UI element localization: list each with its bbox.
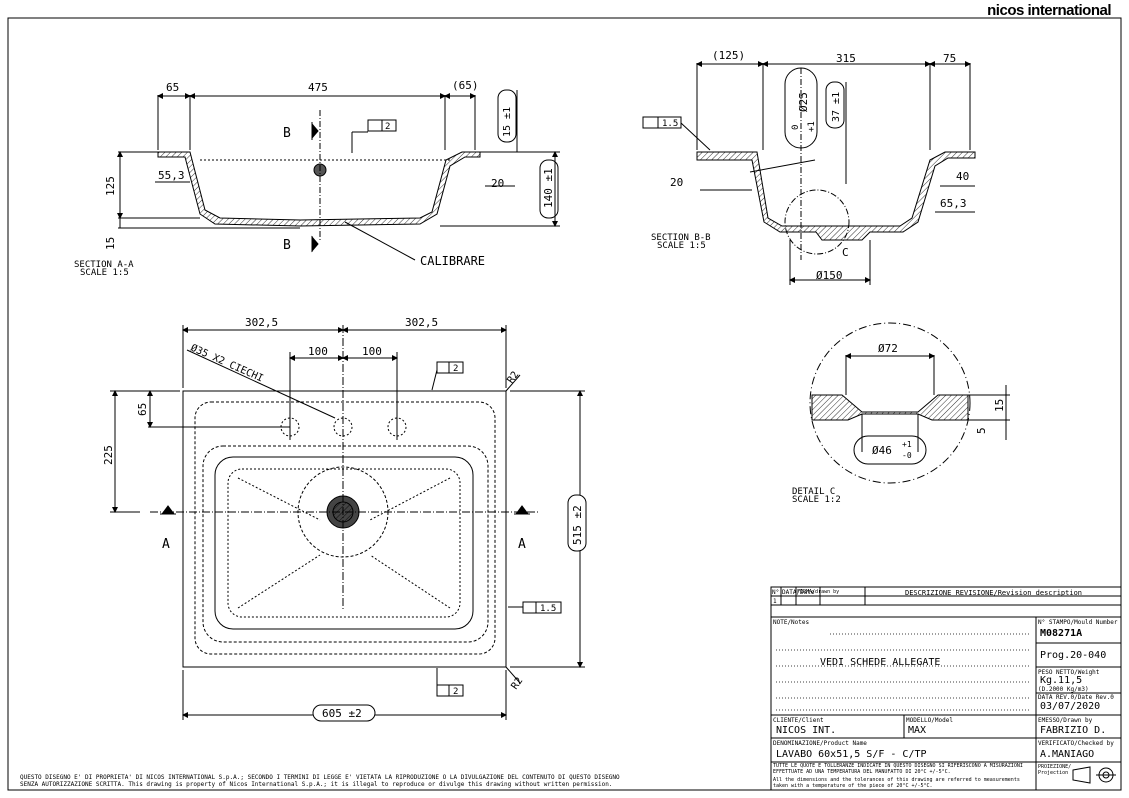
dim-125: 125: [104, 176, 117, 196]
detail-c-caption: DETAIL C: [792, 487, 835, 497]
dim-605: 605 ±2: [322, 707, 362, 720]
tolerance-note-it: TUTTE LE QUOTE E TOLLERANZE INDICATE IN …: [773, 763, 1023, 775]
checked-value: A.MANIAGO: [1040, 749, 1095, 760]
dim-d72: Ø72: [878, 342, 898, 355]
flatness-bottom: 2: [453, 687, 458, 697]
dim-65b: (65): [452, 79, 479, 92]
weight-label: PESO NETTO/Weight: [1038, 669, 1100, 676]
dim-15: 15: [104, 237, 117, 250]
cut-a-right: A: [518, 537, 526, 552]
dim-d25-tol0: 0: [791, 125, 801, 130]
stamp-value: M08271A: [1040, 628, 1083, 639]
rev-header-date: DATA/Date: [782, 589, 815, 596]
dim-37: 37 ±1: [831, 92, 842, 122]
dim-65-3: 65,3: [940, 197, 967, 210]
section-bb-caption: SECTION B-B: [651, 233, 711, 243]
detail-c-scale: SCALE 1:2: [792, 495, 841, 505]
projection-label: PROIEZIONE/ Projection: [1038, 764, 1072, 776]
dim-d25-tolp: +1: [807, 121, 817, 132]
date-value: 03/07/2020: [1040, 701, 1101, 712]
section-aa-caption: SECTION A-A: [74, 260, 134, 270]
dim-100-left: 100: [308, 345, 328, 358]
dim-302-right: 302,5: [405, 316, 438, 329]
dim-55-3: 55,3: [158, 169, 185, 182]
cut-b-top: B: [283, 126, 291, 141]
cut-b-bottom: B: [283, 238, 291, 253]
detail-c-labels: Ø72 Ø46 +1 -0 15 5 DETAIL C SCALE 1:2: [792, 342, 1006, 505]
sheet-border: [7, 17, 1122, 791]
section-aa-view: [117, 89, 560, 261]
dim-d46: Ø46: [872, 444, 892, 457]
plan-view: [110, 325, 587, 722]
rev-header-no: N°: [772, 589, 780, 596]
dim-5c: 5: [975, 427, 988, 434]
dim-65-plan: 65: [136, 403, 149, 416]
dim-d46-tolp: +1: [902, 440, 912, 449]
dim-20: 20: [491, 177, 504, 190]
notes-text: VEDI SCHEDE ALLEGATE: [820, 657, 941, 668]
model-value: MAX: [908, 725, 927, 736]
radius-bottom: R2: [509, 676, 525, 692]
drawn-label: EMESSO/Drawn by: [1038, 717, 1093, 724]
calibrare-label: CALIBRARE: [420, 254, 485, 268]
density-value: (D.2000 Kg/m3): [1038, 686, 1089, 693]
client-label: CLIENTE/Client: [773, 717, 824, 724]
notes-dotted-lines: [776, 633, 1030, 711]
tolerance-note-en: All the dimensions and the tolerances of…: [773, 777, 1020, 789]
dim-d46-tolm: -0: [902, 451, 912, 460]
flatness-tol-bb: 1.5: [662, 119, 678, 129]
rev-header-drawn: FIRMA/drawn by: [797, 589, 840, 595]
prog-value: Prog.20-040: [1040, 650, 1107, 661]
model-label: MODELLO/Model: [906, 717, 953, 724]
dim-475: 475: [308, 81, 328, 94]
detail-c-ref: C: [842, 246, 849, 259]
projection-icon: [1072, 766, 1116, 784]
dim-140: 140 ±1: [542, 168, 555, 208]
rev-header-desc: DESCRIZIONE REVISIONE/Revision descripti…: [905, 589, 1083, 597]
copyright-disclaimer: QUESTO DISEGNO E' DI PROPRIETA' DI NICOS…: [20, 774, 620, 788]
flatness-right: 1.5: [540, 604, 556, 614]
dim-75: 75: [943, 52, 956, 65]
rev-row-number: 1: [773, 598, 777, 605]
dim-65a: 65: [166, 81, 179, 94]
flatness-top: 2: [453, 364, 458, 374]
notes-label: NOTE/Notes: [773, 619, 810, 626]
section-bb-scale: SCALE 1:5: [657, 241, 706, 251]
dim-225: 225: [102, 445, 115, 465]
section-bb-labels: (125) 315 75 Ø25 0 +1 37 ±1 20 40 65,3 Ø…: [651, 49, 969, 282]
stamp-label: N° STAMPO/Mould Number: [1038, 619, 1118, 626]
product-label: DENOMINAZIONE/Product Name: [773, 740, 867, 747]
dim-d150: Ø150: [816, 269, 843, 282]
flatness-tol: 2: [385, 122, 390, 132]
weight-value: Kg.11,5: [1040, 675, 1083, 686]
drawn-value: FABRIZIO D.: [1040, 725, 1107, 736]
dim-515: 515 ±2: [571, 505, 584, 545]
dim-302-left: 302,5: [245, 316, 278, 329]
dim-15c: 15: [993, 399, 1006, 412]
dim-20b: 20: [670, 176, 683, 189]
section-bb-view: [642, 61, 976, 285]
cut-a-left: A: [162, 537, 170, 552]
detail-c-view: [809, 322, 1010, 484]
radius-top: R2: [505, 370, 521, 386]
dim-315: 315: [836, 52, 856, 65]
date-label: DATA REV.0/Date Rev.0: [1038, 694, 1114, 701]
title-block-lines: [770, 586, 1122, 791]
holes-note: Ø35 X2 CIECHI: [189, 342, 265, 385]
checked-label: VERIFICATO/Checked by: [1038, 740, 1114, 747]
product-value: LAVABO 60x51,5 S/F - C/TP: [776, 749, 927, 760]
section-aa-labels: 65 475 (65) 15 ±1 125 55,3 20 140 ±1 15 …: [74, 79, 555, 278]
client-value: NICOS INT.: [776, 725, 837, 736]
dim-125b: (125): [712, 49, 745, 62]
dim-100-right: 100: [362, 345, 382, 358]
dim-15v: 15 ±1: [502, 107, 513, 137]
section-aa-scale: SCALE 1:5: [80, 268, 129, 278]
dim-d25: Ø25: [797, 92, 810, 112]
brand-logo: nicos international: [987, 2, 1111, 19]
dim-40: 40: [956, 170, 969, 183]
